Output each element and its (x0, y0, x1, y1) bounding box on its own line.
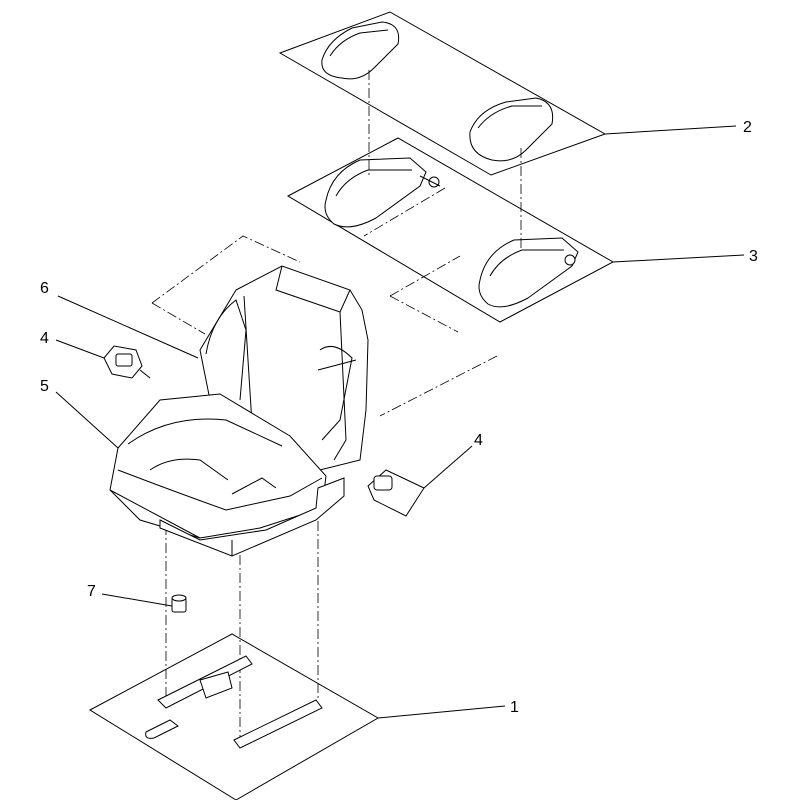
leader-lines (55, 125, 745, 719)
callout-4-left: 4 (40, 330, 49, 347)
callout-2: 2 (743, 119, 752, 136)
seat-base (159, 477, 345, 557)
armrests-panel (286, 137, 615, 323)
callout-5: 5 (40, 378, 49, 395)
phantom-alignment-lines (151, 70, 522, 740)
seat-rail-right (233, 699, 323, 749)
armrest-pad-front (469, 97, 554, 162)
seat-switch-part (171, 594, 187, 613)
armrest-pad-rear (321, 21, 400, 80)
armrest-front (478, 237, 579, 308)
armrest-rear (324, 157, 441, 228)
callout-1: 1 (510, 699, 519, 716)
callout-4-right: 4 (474, 432, 483, 449)
callout-7: 7 (87, 583, 96, 600)
seat-belt-buckle-left (103, 345, 151, 379)
seat-belt-buckle-right (367, 469, 425, 517)
armrest-pads-panel (278, 11, 607, 176)
seat-rails-panel (88, 633, 380, 800)
callout-3: 3 (749, 248, 758, 265)
seat-rail-left (145, 655, 253, 739)
seat-assembly (109, 265, 369, 557)
callout-labels: 2 3 6 4 5 4 7 1 (40, 119, 758, 716)
callout-6: 6 (40, 280, 49, 297)
